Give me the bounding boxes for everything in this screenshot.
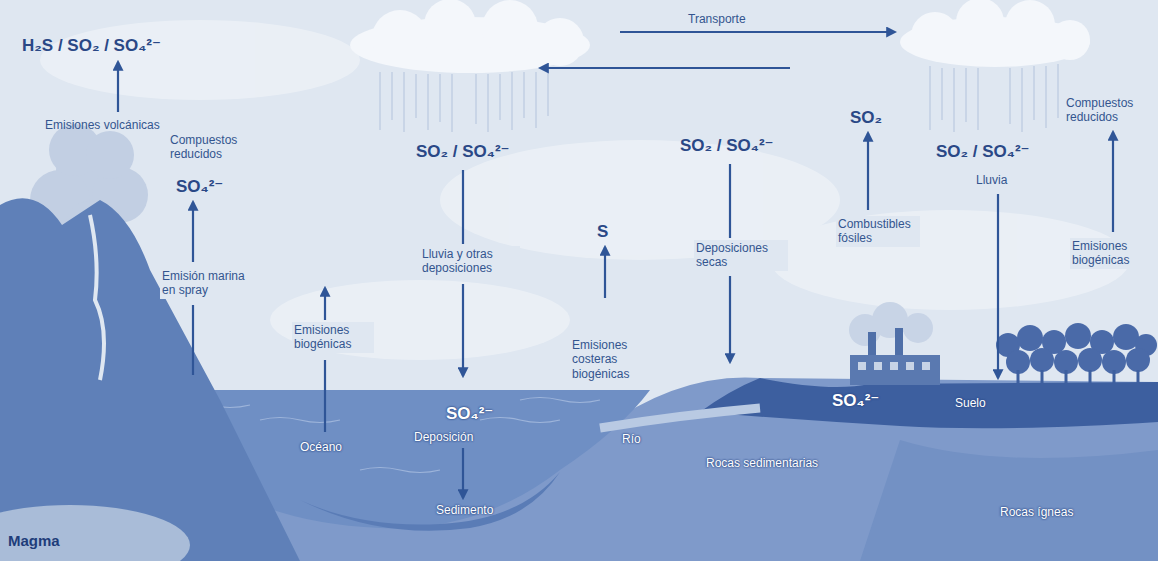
cycle-label: Deposiciones secas (694, 240, 788, 271)
rain-lines (380, 70, 548, 132)
cycle-label: Emisiones volcánicas (45, 118, 160, 132)
cycle-label: Océano (300, 440, 342, 454)
soil-band (700, 378, 1158, 428)
cycle-label: Combustibles fósiles (836, 216, 920, 247)
factory (849, 302, 940, 385)
cycle-label: Compuestos reducidos (170, 133, 260, 162)
cycle-label: Deposición (414, 430, 473, 444)
igneous-rock (860, 440, 1158, 561)
cycle-label: Emisiones biogénicas (1070, 238, 1152, 269)
magma-chamber (0, 505, 190, 561)
cycle-label: Magma (8, 532, 60, 550)
forest (996, 323, 1157, 374)
river (600, 408, 760, 428)
cycle-label: SO₂ / SO₄²⁻ (680, 136, 774, 156)
cycle-label: Emisión marina en spray (160, 268, 259, 299)
cycle-label: SO₄²⁻ (446, 404, 493, 424)
cycle-label: Lluvia (976, 173, 1007, 187)
cycle-label: SO₄²⁻ (176, 177, 223, 197)
cycle-label: Lluvia y otras deposiciones (420, 246, 520, 277)
cycle-label: SO₂ / SO₄²⁻ (416, 142, 510, 162)
cycle-label: Transporte (688, 12, 746, 26)
sediment-layer (300, 472, 560, 531)
cycle-label: SO₂ / SO₄²⁻ (936, 142, 1030, 162)
cycle-label: Río (622, 432, 641, 446)
rain-lines (930, 64, 1058, 132)
cycle-label: Compuestos reducidos (1066, 96, 1152, 125)
cycle-label: Rocas ígneas (1000, 505, 1073, 519)
tree-trunks (1018, 370, 1138, 384)
sky-haze (40, 20, 1130, 360)
cycle-label: H₂S / SO₂ / SO₄²⁻ (22, 36, 161, 56)
cycle-label: Suelo (955, 396, 986, 410)
rain-cloud (900, 0, 1090, 67)
cycle-label: SO₂ (850, 108, 882, 128)
cycle-label: SO₄²⁻ (832, 391, 879, 411)
lava-flow (90, 215, 104, 380)
cycle-label: Emisiones biogénicas (292, 322, 374, 353)
cycle-label: S (597, 222, 608, 242)
cycle-label: Rocas sedimentarias (706, 456, 818, 470)
rain-cloud (350, 0, 590, 73)
cycle-label: Sedimento (436, 503, 493, 517)
flux-arrows (118, 32, 1113, 498)
cycle-label: Emisiones costeras biogénicas (572, 338, 676, 381)
